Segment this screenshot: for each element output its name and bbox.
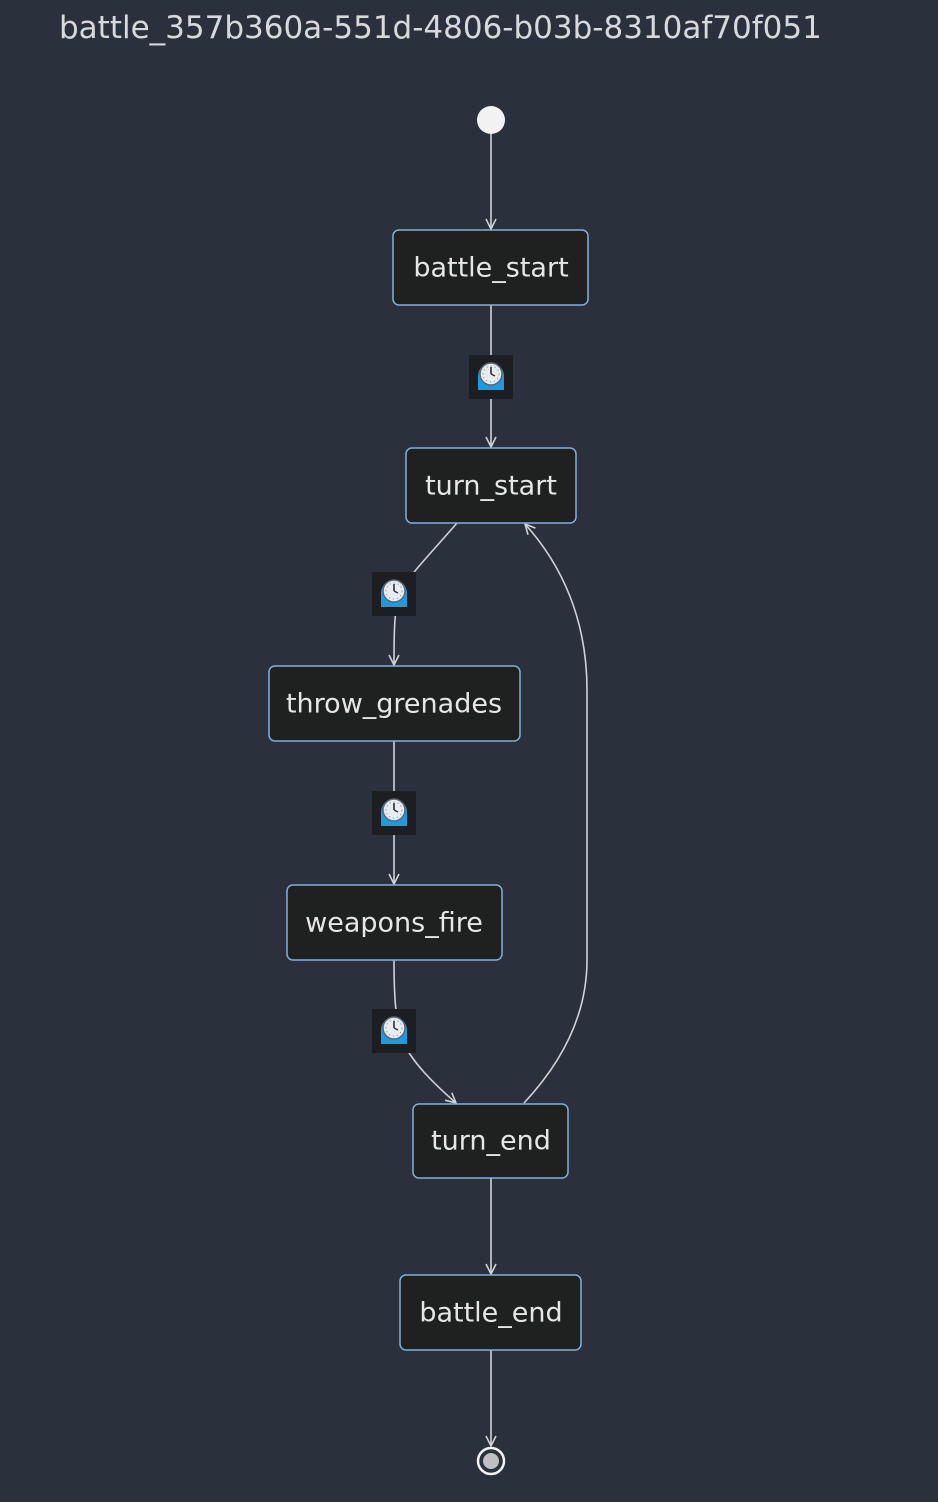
state-label: weapons_fire	[305, 908, 483, 939]
state-label: battle_end	[419, 1298, 562, 1329]
state-battle-start[interactable]: battle_start	[392, 229, 589, 306]
transition-turn-end-to-turn-start	[523, 524, 588, 1104]
state-turn-end[interactable]: turn_end	[412, 1103, 569, 1179]
state-label: turn_end	[431, 1126, 551, 1157]
end-state-marker	[476, 1446, 506, 1476]
state-battle-end[interactable]: battle_end	[399, 1274, 582, 1351]
state-label: battle_start	[413, 253, 568, 284]
timer-icon	[371, 1008, 417, 1054]
state-turn-start[interactable]: turn_start	[405, 447, 577, 524]
state-label: turn_start	[425, 471, 557, 502]
timer-icon	[371, 790, 417, 836]
state-label: throw_grenades	[286, 689, 502, 720]
diagram-title: battle_357b360a-551d-4806-b03b-8310af70f…	[59, 10, 822, 46]
start-state-marker	[477, 106, 505, 134]
state-throw-grenades[interactable]: throw_grenades	[268, 665, 521, 742]
state-weapons-fire[interactable]: weapons_fire	[286, 884, 503, 961]
timer-icon	[468, 354, 514, 400]
timer-icon	[371, 571, 417, 617]
